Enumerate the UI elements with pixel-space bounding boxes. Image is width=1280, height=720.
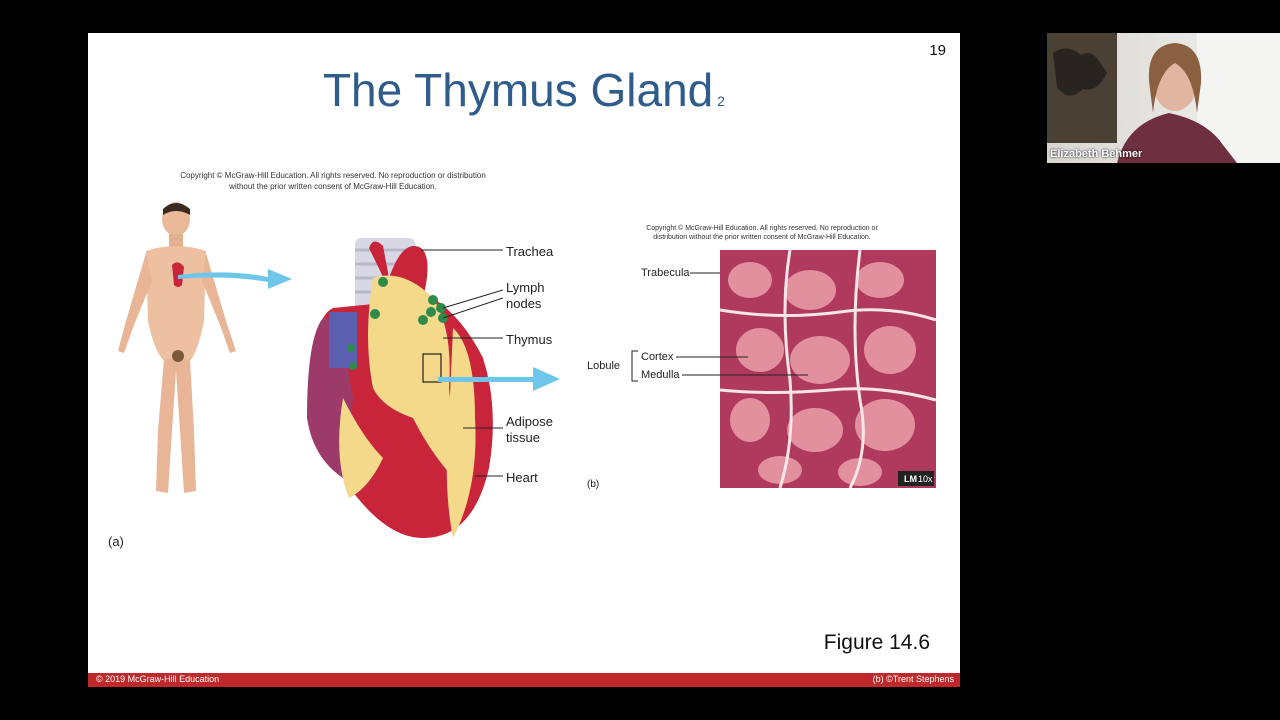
slide-title-text: The Thymus Gland — [322, 64, 714, 116]
slide-footer-bar: © 2019 McGraw-Hill Education (b) ©Trent … — [88, 673, 960, 687]
label-lobule: Lobule — [587, 360, 621, 372]
participant-name: Elizabeth Behmer — [1050, 148, 1143, 160]
label-heart: Heart — [506, 470, 538, 485]
magnification-value: 10x — [918, 474, 933, 484]
thymus-micrograph — [720, 250, 936, 488]
slide-title-subscript: 2 — [717, 93, 726, 109]
slide-number: 19 — [929, 42, 946, 59]
micrograph-leader-lines — [631, 272, 808, 382]
label-thymus: Thymus — [506, 332, 553, 347]
panel-label-b: (b) — [587, 479, 600, 490]
figure-label: Figure 14.6 — [823, 631, 930, 654]
label-trabecula: Trabecula — [641, 267, 690, 279]
participant-video-tile[interactable]: Elizabeth Behmer — [1047, 33, 1280, 163]
label-cortex: Cortex — [641, 351, 674, 363]
label-adipose-tissue: Adipose tissue — [506, 414, 553, 445]
copyright-notice-b: Copyright © McGraw-Hill Education. All r… — [646, 225, 878, 241]
human-body-illustration — [118, 202, 236, 493]
arrow-body-to-heart — [178, 269, 292, 289]
label-trachea: Trachea — [506, 244, 554, 259]
label-medulla: Medulla — [641, 369, 680, 381]
participant-video-frame — [1047, 33, 1280, 163]
footer-credit: (b) ©Trent Stephens — [872, 674, 954, 684]
magnification-lm: LM — [904, 474, 917, 484]
copyright-notice-a: Copyright © McGraw-Hill Education. All r… — [180, 171, 486, 191]
panel-label-a: (a) — [108, 534, 124, 549]
label-lymph-nodes: Lymph nodes — [506, 280, 545, 311]
arrow-heart-to-micrograph — [438, 367, 560, 391]
footer-copyright: © 2019 McGraw-Hill Education — [96, 674, 220, 684]
heart-thymus-illustration — [307, 238, 503, 538]
